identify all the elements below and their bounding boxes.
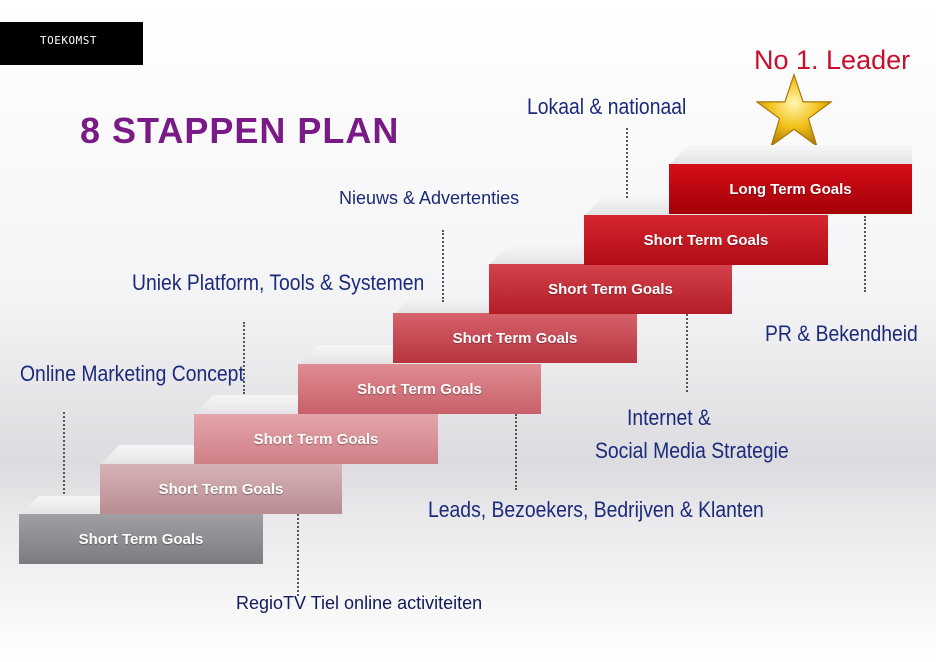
annotation-pr: PR & Bekendheid	[765, 321, 918, 346]
connector-line	[626, 128, 628, 198]
annotation-internet-1: Internet &	[627, 405, 711, 430]
step-6: Short Term Goals	[489, 264, 732, 314]
connector-line	[63, 412, 65, 494]
annotation-leads: Leads, Bezoekers, Bedrijven & Klanten	[428, 497, 764, 522]
step-4: Short Term Goals	[298, 364, 541, 414]
annotation-online: Online Marketing Concept	[20, 361, 244, 386]
connector-line	[442, 230, 444, 302]
connector-line	[297, 514, 299, 596]
connector-line	[686, 314, 688, 392]
page-title: 8 STAPPEN PLAN	[80, 110, 400, 151]
step-8: Long Term Goals	[669, 164, 912, 214]
annotation-lokaal: Lokaal & nationaal	[527, 94, 687, 119]
step-1: Short Term Goals	[19, 514, 263, 564]
connector-line	[243, 322, 245, 394]
step-5: Short Term Goals	[393, 313, 637, 363]
annotation-uniek: Uniek Platform, Tools & Systemen	[132, 270, 425, 295]
leader-label: No 1. Leader	[754, 45, 911, 75]
connector-line	[515, 414, 517, 490]
step-tread	[669, 145, 912, 165]
step-3: Short Term Goals	[194, 414, 438, 464]
annotation-regio: RegioTV Tiel online activiteiten	[236, 593, 483, 613]
step-2: Short Term Goals	[100, 464, 342, 514]
header-tag: TOEKOMST	[0, 22, 143, 65]
step-7: Short Term Goals	[584, 215, 828, 265]
annotation-internet-2: Social Media Strategie	[595, 438, 789, 463]
connector-line	[864, 216, 866, 292]
annotation-nieuws: Nieuws & Advertenties	[339, 188, 520, 208]
star-icon	[756, 73, 832, 148]
